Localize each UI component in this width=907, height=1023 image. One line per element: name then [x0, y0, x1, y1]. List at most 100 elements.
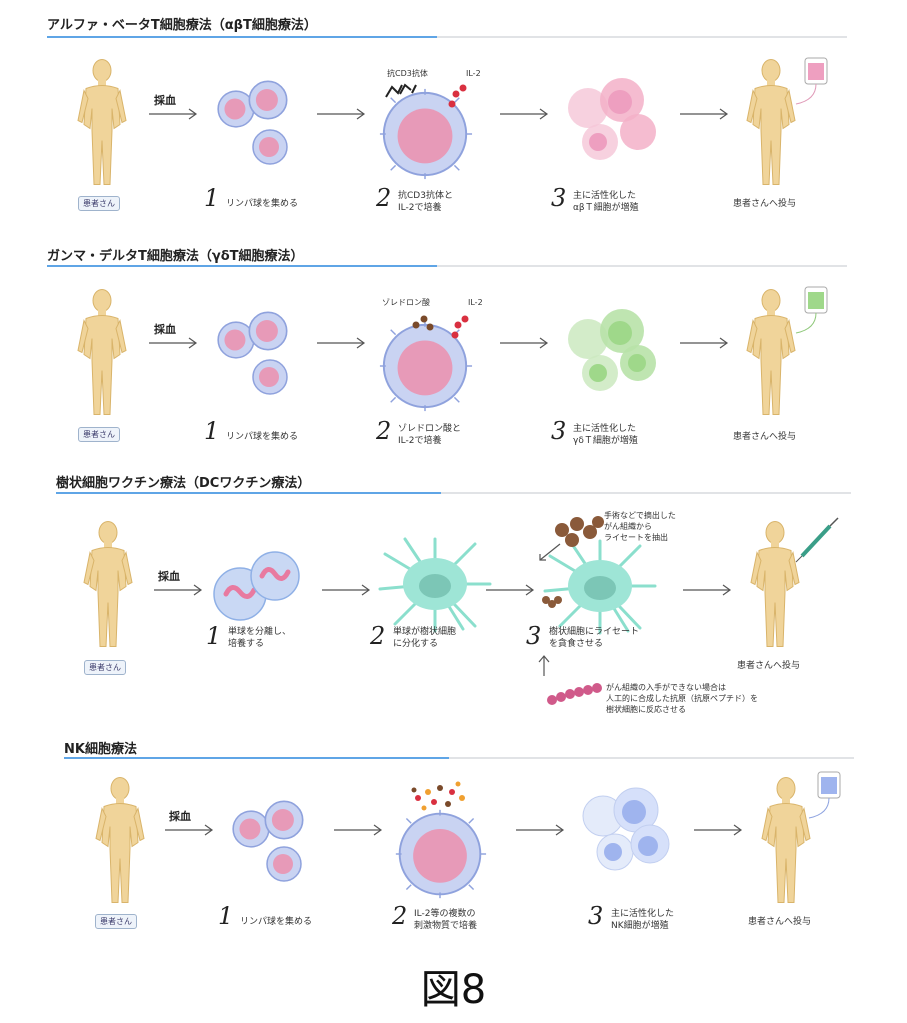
final-step-text: 患者さんへ投与: [748, 917, 812, 927]
step-number: 2: [376, 417, 392, 445]
step-number: 3: [526, 622, 542, 650]
title-rule-accent: [56, 492, 441, 494]
step-text: リンパ球を集める: [240, 917, 313, 927]
patient-badge: 患者さん: [78, 196, 120, 211]
iv-bag-icon: [808, 771, 841, 819]
dc-vaccine-illustration: [83, 516, 839, 705]
blood-draw-label: 採血: [154, 94, 176, 107]
step-number: 2: [370, 622, 386, 650]
step-text: 単球を分離し、 培養する: [228, 627, 292, 649]
patient-figure: [77, 288, 127, 416]
lymphocyte-cell: [248, 80, 288, 120]
arrow-icon: [516, 824, 564, 836]
title-rule-accent: [64, 757, 449, 759]
patient-badge: 患者さん: [95, 914, 137, 929]
blood-draw-label: 採血: [158, 570, 180, 583]
title-rule-accent: [47, 265, 437, 267]
final-step-text: 患者さんへ投与: [737, 661, 801, 671]
title-rule: [56, 492, 851, 494]
lymphocyte-cell: [248, 311, 288, 351]
title-rule-accent: [47, 36, 437, 38]
step-text: 樹状細胞にライセート を貪食させる: [549, 627, 640, 649]
arrow-icon: [317, 337, 365, 349]
activated-cell-cluster: [568, 78, 656, 160]
lymphocyte-cell: [252, 129, 288, 165]
cultured-cell: [394, 808, 488, 900]
arrow-icon: [153, 584, 202, 596]
patient-figure: [750, 520, 800, 648]
lymphocyte-cell: [266, 846, 302, 882]
title-rule: [64, 757, 854, 759]
section-title: ガンマ・デルタT細胞療法（γδT細胞療法）: [47, 249, 304, 264]
lysate-icon: [555, 516, 604, 547]
arrow-icon: [322, 584, 370, 596]
monocyte-cell: [250, 551, 300, 601]
step-text: リンパ球を集める: [226, 199, 299, 209]
final-step-text: 患者さんへ投与: [733, 432, 797, 442]
syringe-icon: [795, 517, 839, 563]
blood-draw-label: 採血: [169, 810, 191, 823]
section-alpha-beta: アルファ・ベータT細胞療法（αβT細胞療法） 抗: [0, 0, 907, 235]
arrow-icon: [680, 108, 728, 120]
peptide-chain-icon: [547, 683, 602, 705]
iv-bag-icon: [795, 286, 828, 334]
dendritic-cell: [378, 537, 492, 633]
patient-badge: 患者さん: [78, 427, 120, 442]
section-gamma-delta: ガンマ・デルタT細胞療法（γδT細胞療法）: [0, 237, 907, 462]
final-step-text: 患者さんへ投与: [733, 199, 797, 209]
arrow-icon: [164, 824, 213, 836]
step-number: 2: [376, 184, 392, 212]
stim-label-antibody: 抗CD3抗体: [387, 69, 428, 78]
small-arrow-icon: [539, 543, 561, 561]
lymphocyte-cell: [232, 810, 270, 848]
arrow-icon: [694, 824, 742, 836]
title-rule: [47, 36, 847, 38]
step-number: 2: [392, 902, 408, 930]
activated-cell-cluster: [568, 309, 656, 391]
section-dc-vaccine: 樹状細胞ワクチン療法（DCワクチン療法）: [0, 464, 907, 726]
patient-figure: [746, 58, 796, 186]
step-number: 3: [551, 184, 567, 212]
arrow-icon: [148, 337, 197, 349]
stim-label-il2: IL-2: [468, 298, 483, 307]
stim-label-zoledronic-acid: ゾレドロン酸: [382, 298, 430, 307]
lysate-note: 手術などで摘出した がん組織から ライセートを抽出: [604, 511, 676, 542]
il2-icon: [448, 84, 467, 108]
cultured-cell: [378, 87, 474, 181]
patient-figure: [761, 776, 811, 904]
antibody-icon: [385, 83, 417, 98]
patient-figure: [746, 288, 796, 416]
step-text: 主に活性化した γδＴ細胞が増殖: [573, 424, 638, 446]
step-text: IL-2等の複数の 刺激物質で培養: [414, 909, 478, 931]
step-text: リンパ球を集める: [226, 432, 299, 442]
iv-bag-icon: [795, 57, 828, 105]
small-arrow-icon: [538, 655, 550, 676]
gamma-delta-illustration: [77, 286, 828, 416]
step-text: ゾレドロン酸と IL-2で培養: [398, 424, 462, 446]
activated-cell-cluster: [582, 787, 670, 871]
step-text: 抗CD3抗体と IL-2で培養: [398, 191, 453, 213]
lymphocyte-cell: [217, 321, 255, 359]
arrow-icon: [334, 824, 382, 836]
stim-label-il2: IL-2: [466, 69, 481, 78]
step-number: 1: [204, 184, 220, 212]
patient-figure: [95, 776, 145, 904]
patient-figure: [77, 58, 127, 186]
zoledronic-acid-icon: [412, 315, 434, 331]
figure-caption: 図8: [420, 967, 487, 1013]
blood-draw-label: 採血: [154, 323, 176, 336]
alpha-beta-illustration: [77, 57, 828, 186]
lymphocyte-cell: [264, 800, 304, 840]
arrow-icon: [486, 584, 534, 596]
arrow-icon: [500, 108, 548, 120]
lymphocyte-cell: [252, 359, 288, 395]
patient-figure: [83, 520, 133, 648]
lysate-uptake-icon: [542, 596, 562, 608]
step-number: 1: [204, 417, 220, 445]
step-number: 1: [218, 902, 234, 930]
nk-cell-illustration: [95, 771, 841, 904]
arrow-icon: [680, 337, 728, 349]
il2-icon: [451, 315, 469, 339]
stimulant-dots-icon: [411, 781, 465, 811]
section-title: NK細胞療法: [64, 742, 137, 757]
